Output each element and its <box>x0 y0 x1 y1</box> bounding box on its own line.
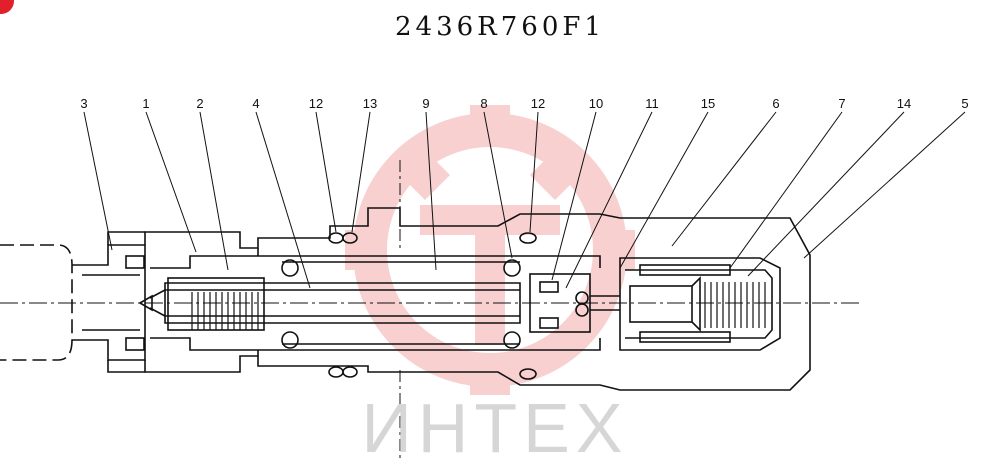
part-label-3: 3 <box>80 96 88 111</box>
part-label-9: 9 <box>422 96 430 111</box>
part-label-12a: 12 <box>308 96 324 111</box>
part-label-6: 6 <box>772 96 780 111</box>
part-label-10: 10 <box>588 96 604 111</box>
part-label-13: 13 <box>362 96 378 111</box>
watermark-text: ИНТЕХ <box>361 389 629 467</box>
part-label-7: 7 <box>838 96 846 111</box>
drawing-title: 2436R760F1 <box>395 12 605 42</box>
part-label-5: 5 <box>961 96 969 111</box>
part-label-1: 1 <box>142 96 150 111</box>
part-label-8: 8 <box>480 96 488 111</box>
part-label-2: 2 <box>196 96 204 111</box>
part-label-12b: 12 <box>530 96 546 111</box>
part-label-4: 4 <box>252 96 260 111</box>
part-label-15: 15 <box>700 96 716 111</box>
part-label-14: 14 <box>896 96 912 111</box>
part-label-11: 11 <box>645 96 659 111</box>
